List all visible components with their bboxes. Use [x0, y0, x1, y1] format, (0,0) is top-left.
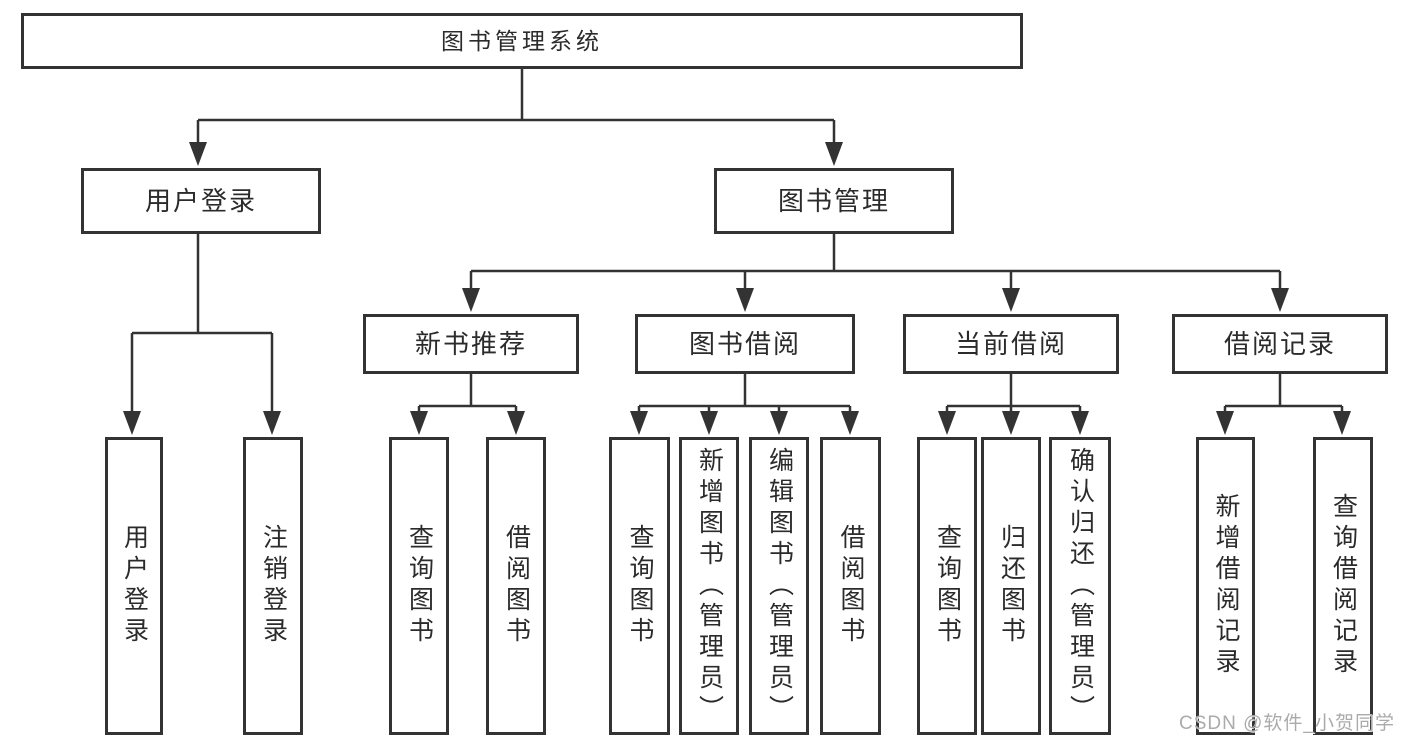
leaf-borrow-books-recommendation: 借阅图书 — [486, 437, 546, 735]
leaf-confirm-return-admin-label: 确认归还（管理员） — [1066, 446, 1095, 726]
node-borrowing-records: 借阅记录 — [1172, 314, 1388, 374]
leaf-borrow-books-borrowing-label: 借阅图书 — [837, 524, 865, 648]
leaf-query-books-current: 查询图书 — [917, 437, 977, 735]
node-new-book-recommendation: 新书推荐 — [363, 314, 579, 374]
leaf-query-books-recommendation-label: 查询图书 — [405, 524, 434, 648]
leaf-edit-book-admin: 编辑图书（管理员） — [749, 437, 809, 735]
node-borrowing-records-label: 借阅记录 — [1223, 329, 1336, 359]
node-current-borrowing: 当前借阅 — [903, 314, 1119, 374]
leaf-return-books-label: 归还图书 — [997, 524, 1026, 648]
leaf-query-books-borrowing-label: 查询图书 — [626, 524, 654, 648]
leaf-logout: 注销登录 — [243, 437, 303, 735]
leaf-query-borrow-record-label: 查询借阅记录 — [1329, 493, 1358, 679]
watermark: CSDN @软件_小贺同学 — [1179, 713, 1395, 734]
node-current-borrowing-label: 当前借阅 — [954, 329, 1067, 359]
leaf-query-books-borrowing: 查询图书 — [609, 437, 670, 735]
node-book-borrowing-label: 图书借阅 — [688, 329, 801, 359]
node-root: 图书管理系统 — [21, 13, 1023, 69]
leaf-add-book-admin-label: 新增图书（管理员） — [695, 446, 724, 726]
leaf-add-book-admin: 新增图书（管理员） — [679, 437, 739, 735]
leaf-query-books-current-label: 查询图书 — [933, 524, 962, 648]
leaf-user-login: 用户登录 — [105, 437, 163, 735]
leaf-borrow-books-borrowing: 借阅图书 — [820, 437, 881, 735]
node-book-management: 图书管理 — [714, 168, 954, 234]
leaf-return-books: 归还图书 — [981, 437, 1041, 735]
leaf-query-borrow-record: 查询借阅记录 — [1313, 437, 1373, 735]
leaf-confirm-return-admin: 确认归还（管理员） — [1049, 437, 1111, 735]
leaf-add-borrow-record: 新增借阅记录 — [1196, 437, 1255, 735]
leaf-user-login-label: 用户登录 — [120, 524, 149, 648]
node-user-login-label: 用户登录 — [144, 186, 257, 216]
leaf-logout-label: 注销登录 — [259, 524, 288, 648]
leaf-borrow-books-recommendation-label: 借阅图书 — [502, 524, 531, 648]
leaf-edit-book-admin-label: 编辑图书（管理员） — [765, 446, 794, 726]
leaf-add-borrow-record-label: 新增借阅记录 — [1212, 493, 1240, 679]
node-root-label: 图书管理系统 — [441, 27, 603, 54]
node-book-borrowing: 图书借阅 — [635, 314, 855, 374]
node-book-management-label: 图书管理 — [777, 186, 890, 216]
node-new-book-recommendation-label: 新书推荐 — [414, 329, 527, 359]
node-user-login: 用户登录 — [81, 168, 321, 234]
leaf-query-books-recommendation: 查询图书 — [389, 437, 449, 735]
